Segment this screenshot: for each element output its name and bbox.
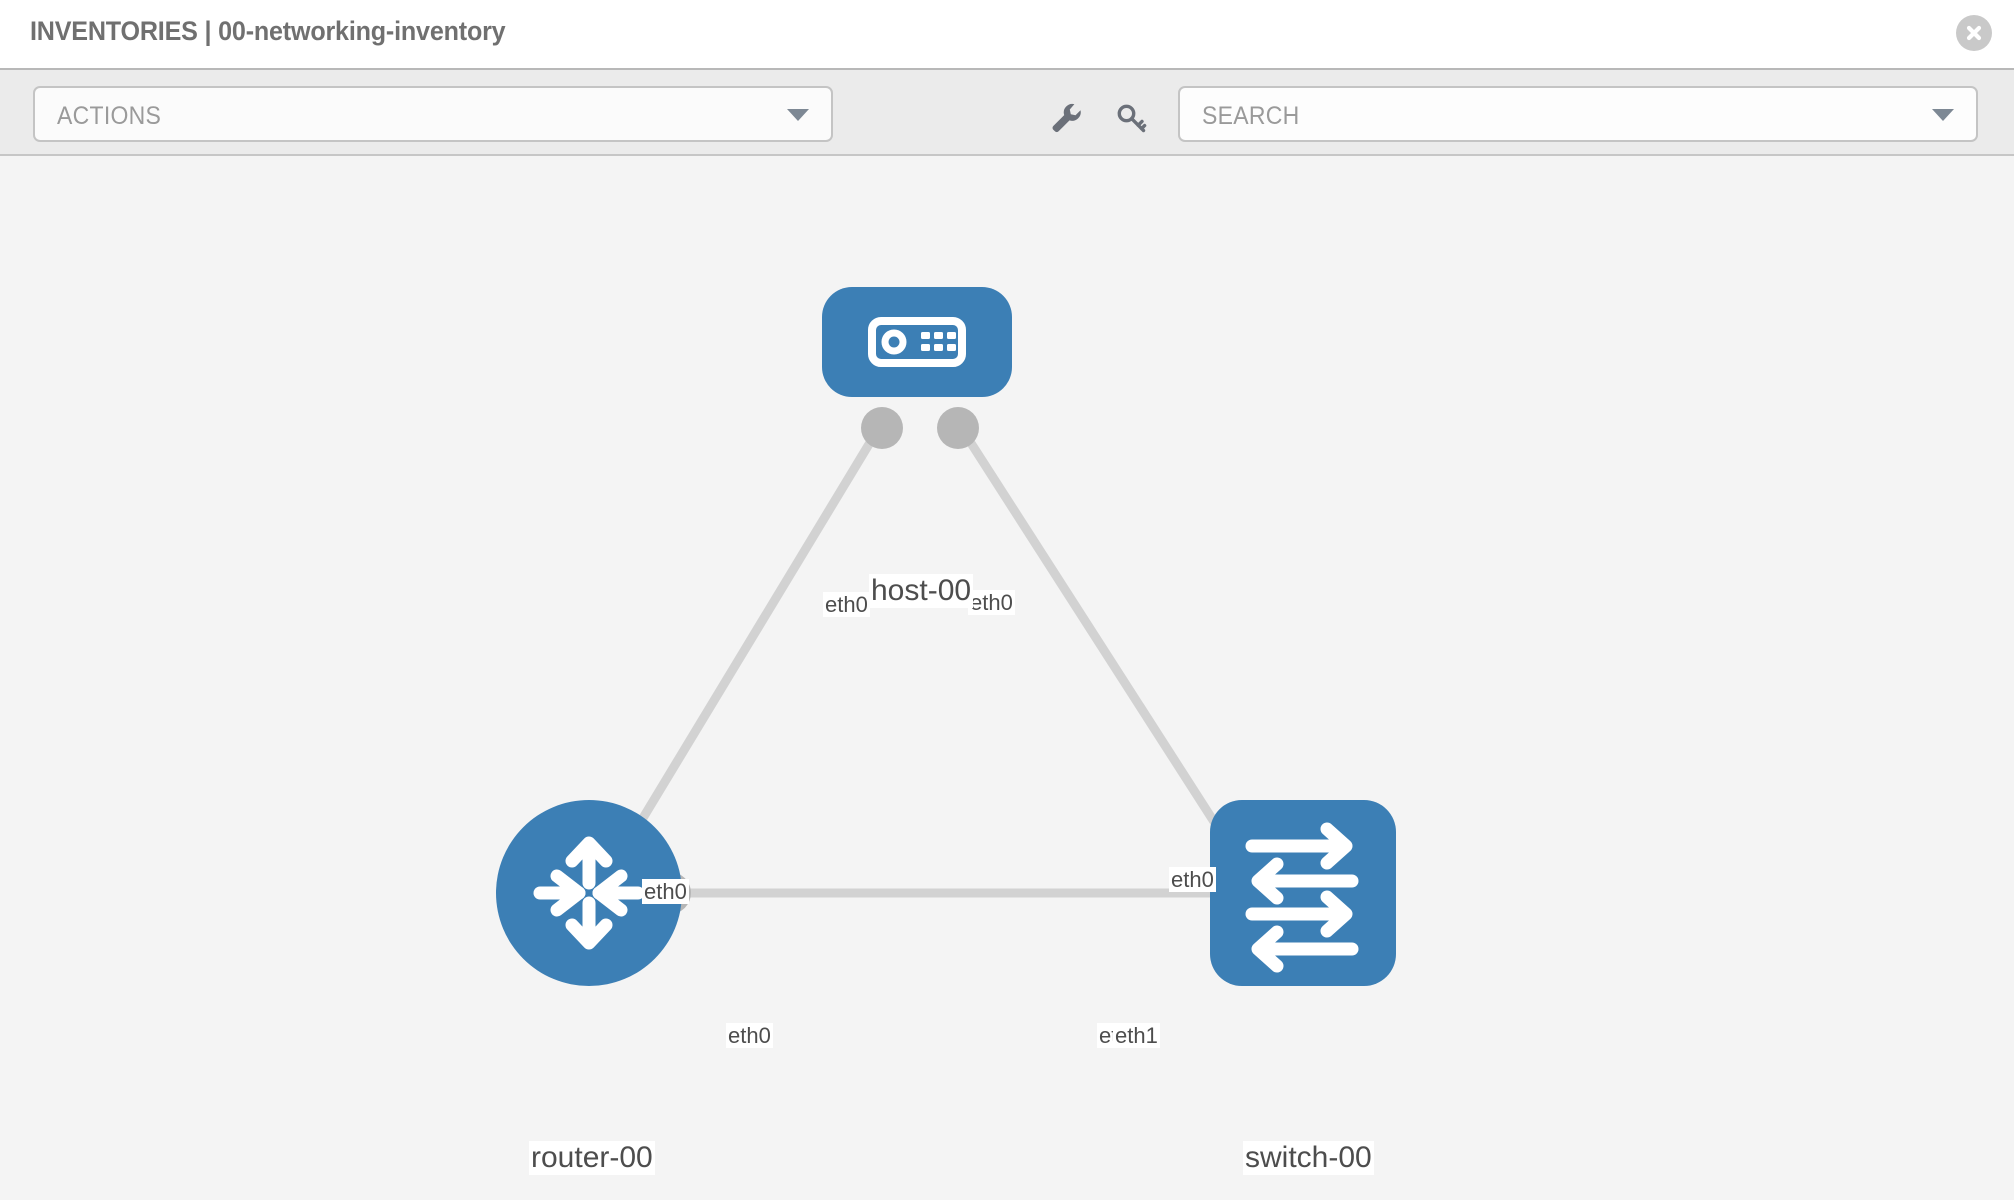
page-title: INVENTORIES | 00-networking-inventory (30, 16, 506, 46)
link-host-switch[interactable] (956, 423, 1240, 859)
interface-label: eth0 (823, 592, 870, 618)
node-switch-00[interactable] (1210, 800, 1396, 986)
interface-label: eth0 (642, 879, 689, 905)
node-label-switch: switch-00 (1243, 1141, 1374, 1175)
topology-graph (496, 287, 1396, 986)
router-arrows-icon (533, 836, 645, 950)
page-header: INVENTORIES | 00-networking-inventory (0, 0, 2014, 68)
chevron-down-icon (787, 109, 809, 121)
chevron-down-icon[interactable] (1932, 109, 1954, 121)
node-host-00[interactable] (822, 287, 1012, 397)
switch-arrows-icon (1245, 822, 1359, 973)
interface-label: eth1 (1113, 1023, 1160, 1049)
search-input[interactable]: SEARCH (1178, 86, 1978, 142)
key-icon[interactable] (1112, 98, 1152, 138)
interface-label: eth0 (968, 590, 1015, 616)
actions-dropdown[interactable]: ACTIONS (33, 86, 833, 142)
link-host-router[interactable] (616, 423, 884, 859)
search-placeholder: SEARCH (1202, 102, 1300, 130)
server-icon (868, 317, 966, 367)
interface-label: eth0 (1169, 867, 1216, 893)
stub-host-eth0-left[interactable] (861, 407, 903, 449)
topology-canvas[interactable]: eth0 eth0 host-00 eth0 eth0 eth0 eth eth… (0, 156, 2014, 1200)
interface-label: eth0 (726, 1023, 773, 1049)
topology-links (616, 423, 1245, 898)
node-label-router: router-00 (529, 1141, 655, 1175)
node-label-host: host-00 (869, 574, 974, 608)
actions-dropdown-label: ACTIONS (57, 102, 162, 130)
close-icon[interactable] (1956, 15, 1992, 51)
node-router-00[interactable] (496, 800, 682, 986)
wrench-icon[interactable] (1046, 98, 1086, 138)
toolbar: ACTIONS SEARCH (0, 68, 2014, 156)
stub-host-eth0-right[interactable] (937, 407, 979, 449)
